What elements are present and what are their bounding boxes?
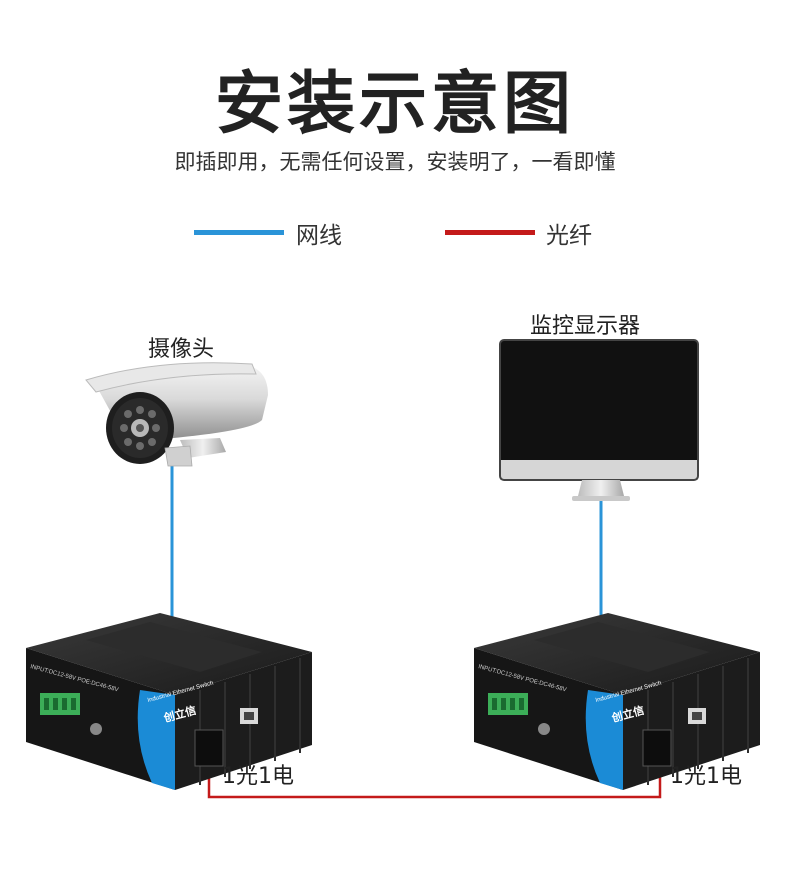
right-switch-icon	[474, 613, 760, 790]
legend-fiber-label: 光纤	[546, 223, 592, 249]
monitor-icon	[499, 339, 699, 501]
page-title: 安装示意图	[214, 65, 575, 144]
camera-icon	[85, 362, 268, 467]
legend-network-cable-label: 网线	[296, 223, 342, 249]
camera-label: 摄像头	[148, 337, 215, 362]
left-switch-icon	[26, 613, 312, 790]
left-switch-port-label: 1光1电	[222, 764, 294, 789]
page-subtitle: 即插即用，无需任何设置，安装明了，一看即懂	[174, 150, 616, 174]
right-switch-port-label: 1光1电	[670, 764, 742, 789]
legend-fiber-line	[445, 230, 535, 235]
monitor-label: 监控显示器	[530, 314, 641, 339]
legend-network-cable-line	[194, 230, 284, 235]
